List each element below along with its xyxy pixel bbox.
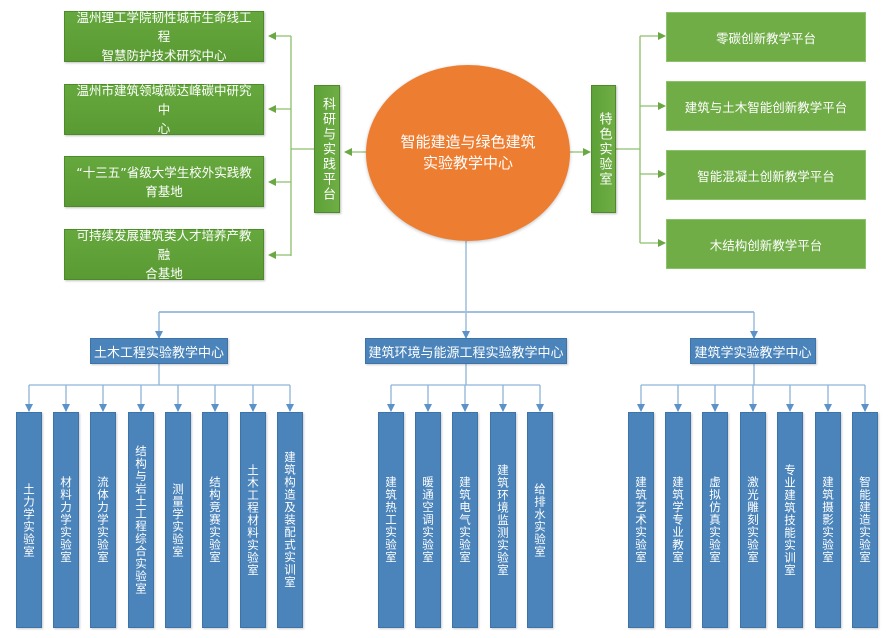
lab-item: 测量学实验室 <box>165 412 191 628</box>
lab-item: 激光雕刻实验室 <box>740 412 766 628</box>
research-item-line1: 温州市建筑领域碳达峰碳中研究中 <box>76 83 252 117</box>
research-item: 温州理工学院韧性城市生命线工程智慧防护技术研究中心 <box>64 10 264 63</box>
lab-item: 智能建造实验室 <box>852 412 878 628</box>
lab-item: 结构竞赛实验室 <box>202 412 228 628</box>
research-item-line2: 心 <box>157 121 171 136</box>
research-item-line2: 智慧防护技术研究中心 <box>101 48 227 63</box>
center-architecture: 建筑学实验教学中心 <box>690 338 816 364</box>
research-item-line2: 育基地 <box>145 183 183 199</box>
hub-title-line1: 智能建造与绿色建筑 <box>400 133 536 151</box>
research-item-line1: “十三五”省级大学生校外实践教 <box>76 164 252 180</box>
lab-item: 暖通空调实验室 <box>415 412 441 628</box>
research-item-line2: 合基地 <box>145 266 183 281</box>
research-platform-label: 科研与实践平台 <box>314 85 340 213</box>
research-item: “十三五”省级大学生校外实践教育基地 <box>64 156 264 207</box>
featured-connectors <box>570 32 666 247</box>
lab-item: 结构与岩土工程综合实验室 <box>128 412 154 628</box>
lab-item: 土木工程材料实验室 <box>240 412 266 628</box>
featured-lab-item: 零碳创新教学平台 <box>666 12 866 62</box>
lab-item: 建筑环境监测实验室 <box>490 412 516 628</box>
hub-center: 智能建造与绿色建筑 实验教学中心 <box>366 65 570 241</box>
center-connectors <box>155 241 758 339</box>
featured-labs-label: 特色实验室 <box>591 85 616 213</box>
lab-item: 流体力学实验室 <box>90 412 116 628</box>
lab-item: 虚拟仿真实验室 <box>702 412 728 628</box>
center-civil: 土木工程实验教学中心 <box>90 338 228 364</box>
lab-item: 土力学实验室 <box>16 412 42 628</box>
featured-lab-item: 智能混凝土创新教学平台 <box>666 150 866 200</box>
hub-title-line2: 实验教学中心 <box>422 154 513 172</box>
center-environment-energy: 建筑环境与能源工程实验教学中心 <box>365 338 567 364</box>
lab-item: 建筑热工实验室 <box>378 412 404 628</box>
research-item-line1: 温州理工学院韧性城市生命线工程 <box>76 10 252 44</box>
lab-item: 给排水实验室 <box>527 412 553 628</box>
research-connectors <box>268 32 366 259</box>
lab-item: 建筑学专业教室 <box>665 412 691 628</box>
lab-item: 专业建筑技能实训室 <box>777 412 803 628</box>
featured-lab-item: 建筑与土木智能创新教学平台 <box>666 81 866 131</box>
lab-item: 建筑摄影实验室 <box>815 412 841 628</box>
lab-item: 建筑艺术实验室 <box>628 412 654 628</box>
lab-item: 材料力学实验室 <box>53 412 79 628</box>
featured-lab-item: 木结构创新教学平台 <box>666 219 866 269</box>
lab-item: 建筑构造及装配式实训室 <box>277 412 303 628</box>
research-item: 可持续发展建筑类人才培养产教融合基地 <box>64 228 264 281</box>
research-item: 温州市建筑领域碳达峰碳中研究中心 <box>64 83 264 136</box>
research-item-line1: 可持续发展建筑类人才培养产教融 <box>76 228 252 262</box>
lab-item: 建筑电气实验室 <box>452 412 478 628</box>
